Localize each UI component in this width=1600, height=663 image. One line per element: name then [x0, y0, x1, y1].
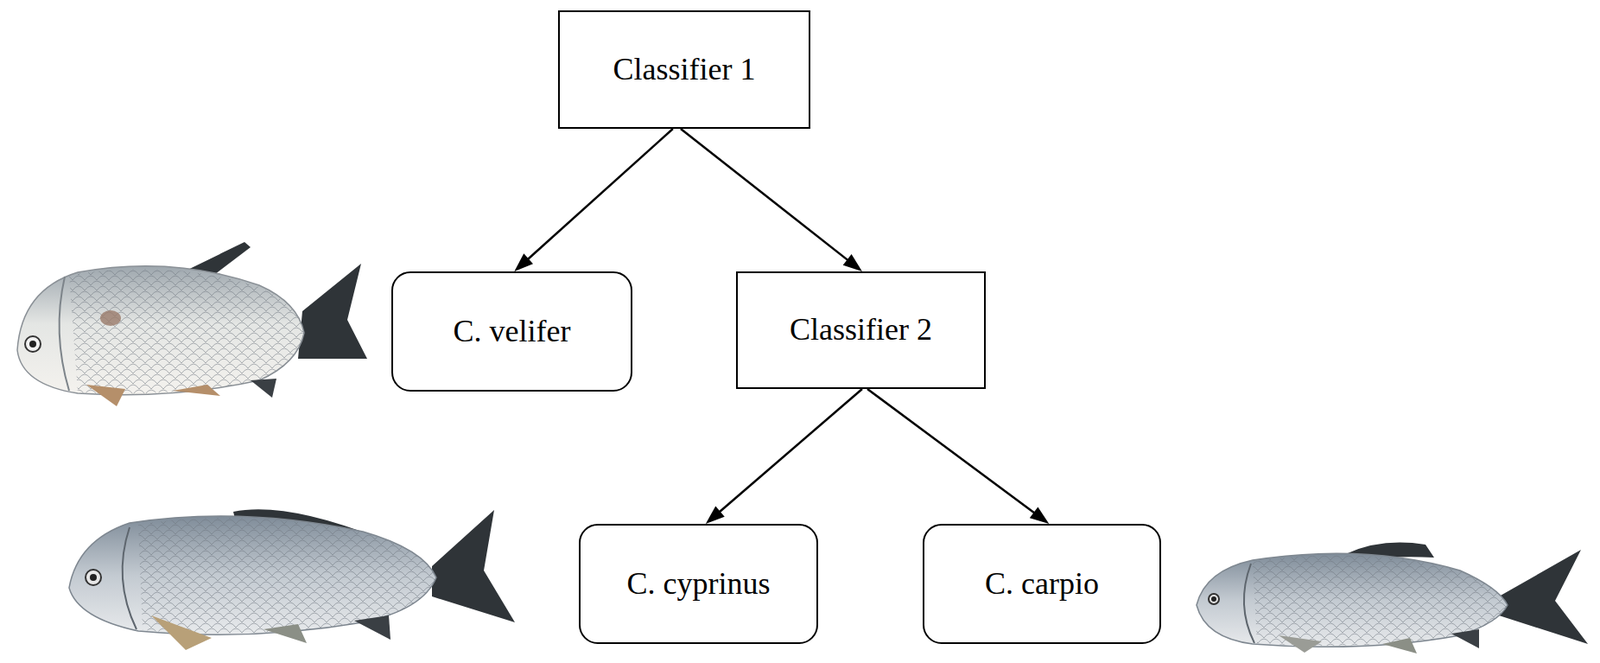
- arrow-head: [514, 253, 534, 272]
- fish-cyprinus: [69, 508, 515, 650]
- node-label: Classifier 2: [789, 311, 933, 348]
- connector-line: [867, 388, 1037, 515]
- class-leaf-box: C. velifer: [391, 271, 633, 392]
- connector-line: [526, 128, 674, 261]
- connector-line: [717, 388, 862, 514]
- fish-velifer: [17, 241, 368, 407]
- arrow-connector: [867, 388, 1049, 524]
- node-text-stack: C. cyprinus: [627, 565, 771, 602]
- node-text-stack: Classifier 2: [789, 311, 933, 348]
- node-text-stack: C. velifer: [453, 313, 572, 350]
- node-text-stack: C. carpio: [984, 565, 1099, 602]
- node-label: Classifier 1: [613, 51, 756, 88]
- node-text-stack: Classifier 1: [613, 51, 756, 88]
- node-label: C. velifer: [453, 313, 572, 350]
- node-label: C. cyprinus: [627, 565, 771, 602]
- arrow-head: [843, 253, 863, 272]
- class-leaf-box: C. cyprinus: [578, 523, 819, 644]
- classifier-box: Classifier 2: [736, 271, 986, 389]
- fish-carpio: [1196, 542, 1588, 654]
- class-leaf-box: C. carpio: [922, 523, 1162, 644]
- arrow-connector: [705, 388, 863, 524]
- arrow-head: [705, 506, 725, 524]
- connector-line: [680, 128, 851, 262]
- classifier-box: Classifier 1: [558, 10, 811, 129]
- arrow-connector: [680, 128, 863, 272]
- arrow-head: [1029, 506, 1049, 524]
- arrow-connector: [514, 128, 674, 272]
- node-label: C. carpio: [984, 565, 1099, 602]
